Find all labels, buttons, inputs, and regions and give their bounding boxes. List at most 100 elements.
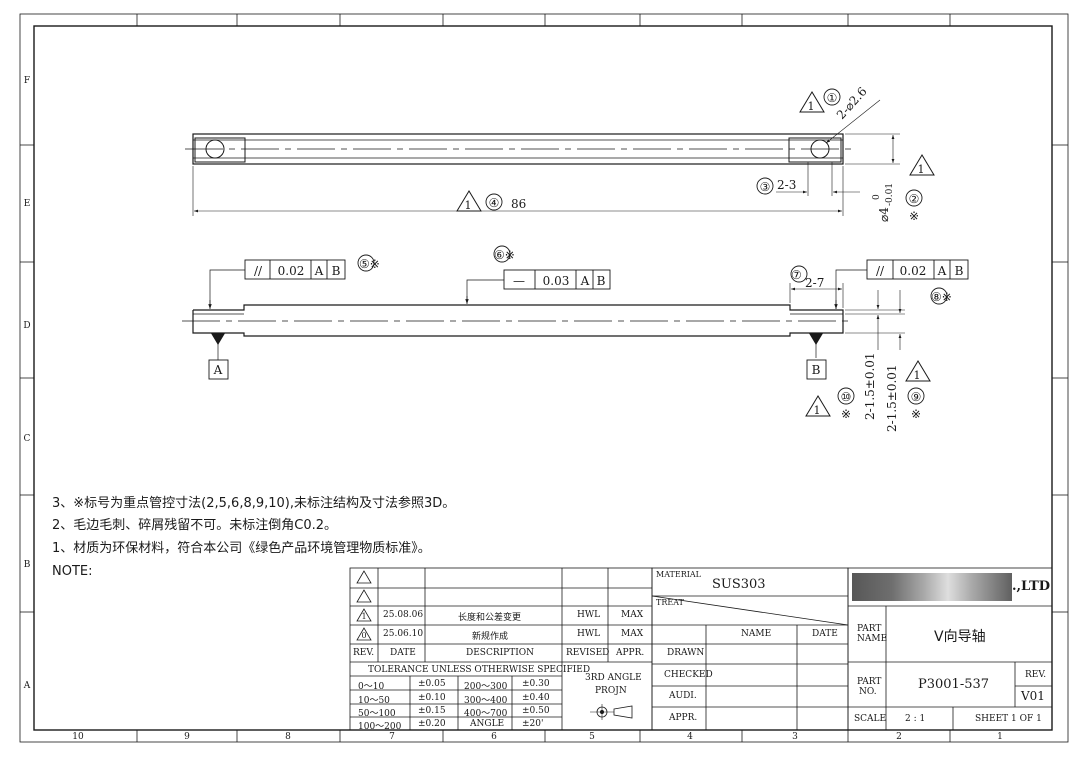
rev-num: 0 (361, 631, 366, 640)
projection-label: PROJN (595, 686, 627, 696)
dia-dim: ⌀4 (877, 207, 891, 222)
row-label: B (24, 560, 31, 570)
rev-by: HWL (577, 610, 601, 620)
fcf-5-symbol: // (254, 264, 263, 278)
dim-9: 2-1.5±0.01 (885, 364, 899, 432)
sheet-count: SHEET 1 OF 1 (975, 714, 1042, 724)
rev-value: V01 (1021, 689, 1045, 703)
tol-cell: ±0.15 (418, 706, 446, 716)
callout-3: ③ (760, 180, 771, 194)
dia-tol-lower: -0.01 (885, 183, 895, 206)
tol-cell: 100～200 (358, 722, 402, 732)
fcf-8-datum-b: B (955, 264, 964, 278)
hdr-appr: APPR. (616, 648, 645, 658)
tol-cell: 50～100 (358, 709, 396, 719)
note-line-3: 3、※标号为重点管控寸法(2,5,6,8,9,10),未标注结构及寸法参照3D。 (52, 496, 456, 511)
rev-label: REV. (1025, 670, 1047, 680)
material-label: MATERIAL (656, 570, 701, 579)
projection-dot (600, 710, 604, 714)
datum-b: B (812, 363, 821, 377)
hdr-revised: REVISED (566, 648, 610, 658)
zone-labels: 10 9 8 7 6 5 4 3 2 1 F E D C B A (23, 76, 1003, 742)
dim-10: 2-1.5±0.01 (863, 352, 877, 420)
part-name: V向导轴 (934, 629, 986, 645)
part-number: P3001-537 (918, 677, 990, 692)
rev-by: HWL (577, 629, 601, 639)
rev-desc: 长度和公差变更 (458, 613, 522, 623)
col-label: 1 (997, 732, 1003, 742)
col-label: 10 (72, 732, 84, 742)
front-view-text: // 0.02 A B ⑤※ — 0.03 A B ⑥※ // 0.02 A B… (213, 248, 964, 432)
col-label: 4 (687, 732, 693, 742)
fcf-8-value: 0.02 (900, 264, 927, 278)
row-label: C (24, 434, 31, 444)
note-line-2: 2、毛边毛刺、碎屑残留不可。未标注倒角C0.2。 (52, 518, 338, 533)
hdr-rev: REV. (353, 648, 375, 658)
note-heading: NOTE: (52, 564, 93, 579)
name-label: NAME (741, 629, 772, 639)
audi-label: AUDI. (669, 691, 697, 701)
fcf-5-value: 0.02 (278, 264, 305, 278)
key-mark: ※ (841, 407, 851, 421)
rev-mark: 1 (918, 163, 925, 176)
projection-label: 3RD ANGLE (585, 673, 642, 683)
part-no-label: PART (857, 677, 882, 687)
tol-cell: 200～300 (464, 682, 508, 692)
row-label: E (24, 199, 31, 209)
fcf-8-symbol: // (876, 264, 885, 278)
col-label: 9 (184, 732, 190, 742)
part-no-label: NO. (859, 687, 877, 697)
top-view-text: 1 1 1 ① ② ③ ④ 86 2-3 2-⌀2.6 ⌀4 0 -0.01 ※ (465, 84, 925, 223)
rev-mark: 1 (465, 199, 472, 212)
slot-dim: 2-3 (777, 178, 796, 192)
tol-cell: ±0.40 (522, 693, 550, 703)
col-label: 2 (896, 732, 902, 742)
fcf-5-datum-b: B (332, 264, 341, 278)
col-label: 8 (285, 732, 291, 742)
tol-cell: ±0.20 (418, 719, 446, 729)
scale-value: 2 : 1 (905, 714, 926, 724)
datum-a: A (213, 363, 223, 377)
tol-cell: ±0.30 (522, 679, 550, 689)
tol-cell: ±0.50 (522, 706, 550, 716)
hole-dim: 2-⌀2.6 (834, 84, 870, 122)
rev-mark: 1 (914, 369, 921, 382)
tol-cell: ±0.10 (418, 693, 446, 703)
drawing-frame (19, 13, 1069, 743)
fcf-6-datum-a: A (580, 274, 590, 288)
part-name-label: PART (857, 624, 882, 634)
key-mark: ※ (909, 209, 919, 223)
callout-2: ② (909, 192, 920, 206)
callout-7: ⑦ (791, 268, 802, 282)
note-line-1: 1、材质为环保材料，符合本公司《绿色产品环境管理物质标准》。 (52, 541, 431, 556)
hdr-desc: DESCRIPTION (466, 648, 535, 658)
date-label: DATE (812, 629, 838, 639)
col-label: 3 (792, 732, 798, 742)
tol-cell: 10～50 (358, 696, 390, 706)
company-name-tail: .,LTD (1012, 579, 1051, 594)
tol-cell: ±0.05 (418, 679, 446, 689)
col-label: 7 (389, 732, 395, 742)
tol-cell: 0～10 (358, 682, 385, 692)
callout-9: ⑨ (911, 390, 922, 404)
fcf-8-datum-a: A (937, 264, 947, 278)
scale-label: SCALE (854, 714, 887, 724)
revision-table-text: 1 0 (361, 612, 366, 640)
col-label: 6 (491, 732, 497, 742)
top-view (185, 88, 935, 216)
col-label: 5 (589, 732, 595, 742)
rev-date: 25.08.06 (383, 610, 424, 620)
tol-cell: ANGLE (470, 719, 505, 729)
fcf-6-value: 0.03 (543, 274, 570, 288)
tolerance-title: TOLERANCE UNLESS OTHERWISE SPECIFIED (368, 665, 591, 675)
rev-date: 25.06.10 (383, 629, 424, 639)
rev-mark: 1 (814, 404, 821, 417)
tol-cell: 400～700 (464, 709, 508, 719)
tol-cell: ±20' (522, 719, 544, 729)
rev-num: 1 (361, 612, 366, 621)
length-dim: 86 (511, 197, 526, 211)
row-label: A (23, 681, 31, 691)
rev-appr: MAX (621, 629, 644, 639)
company-logo-redacted (852, 573, 1012, 601)
